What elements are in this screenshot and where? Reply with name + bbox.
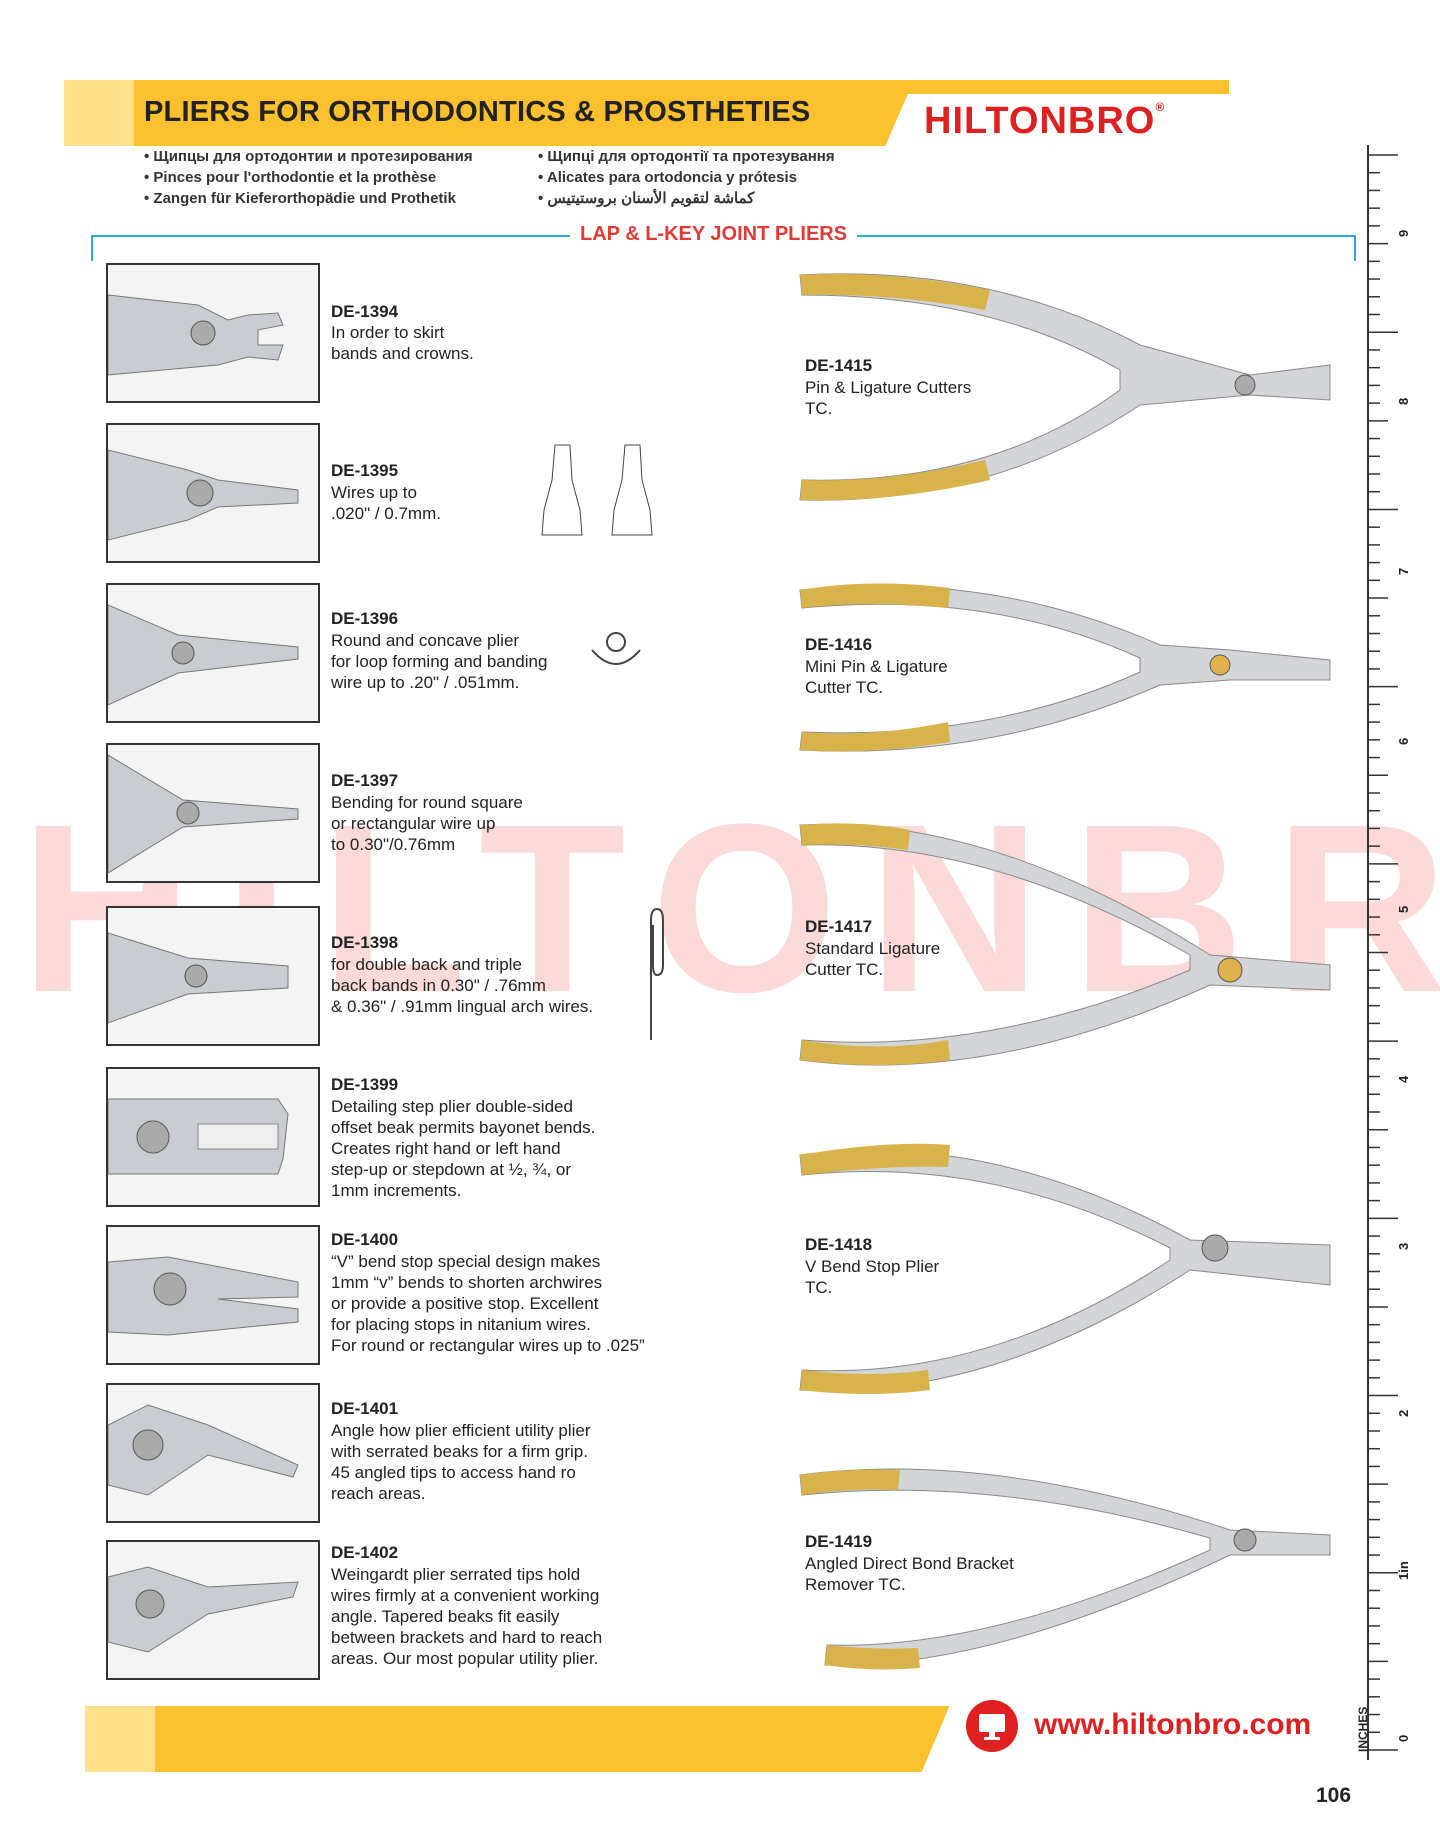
product-image-de-1395 [106, 423, 320, 563]
header-brand-panel [880, 94, 1229, 158]
product-description: Angle how plier efficient utility plier … [331, 1421, 591, 1503]
language-line: Щипцы для ортодонтии и протезирования [144, 146, 472, 167]
product-description: for double back and triple back bands in… [331, 955, 594, 1016]
product-image-de-1394 [106, 263, 320, 403]
website-link[interactable]: www.hiltonbro.com [1034, 1708, 1312, 1741]
ruler-number: 1in [1396, 1561, 1411, 1580]
product-code: DE-1398 [331, 933, 399, 952]
product-code: DE-1395 [331, 461, 399, 480]
product-code: DE-1417 [805, 917, 873, 936]
ruler-number: 5 [1396, 905, 1411, 913]
tip-profile-diagram [541, 444, 653, 536]
product-image-de-1419 [799, 1468, 1331, 1670]
ruler-unit-label: INCHES [1356, 1706, 1370, 1752]
product-image-de-1399 [106, 1067, 320, 1207]
inch-ruler [1367, 145, 1398, 1760]
product-description: Round and concave plier for loop forming… [331, 631, 548, 692]
product-description: Bending for round square or rectangular … [331, 793, 523, 854]
product-description: “V” bend stop special design makes 1mm “… [331, 1252, 645, 1355]
product-description: Standard Ligature Cutter TC. [805, 939, 941, 979]
product-description: In order to skirt bands and crowns. [331, 323, 474, 363]
ruler-number: 0 [1396, 1734, 1411, 1742]
page-number: 106 [1316, 1784, 1352, 1807]
product-code: DE-1400 [331, 1230, 399, 1249]
product-image-de-1417 [799, 823, 1331, 1066]
ruler-number: 9 [1396, 229, 1411, 237]
product-code: DE-1397 [331, 771, 399, 790]
product-code: DE-1415 [805, 356, 873, 375]
double-back-wire-diagram [650, 907, 664, 1040]
monitor-icon [966, 1700, 1018, 1752]
brand-name: HILTONBRO [924, 100, 1156, 142]
product-code: DE-1418 [805, 1235, 873, 1254]
product-image-de-1418 [799, 1143, 1331, 1394]
product-code: DE-1394 [331, 302, 399, 321]
product-image-de-1415 [799, 273, 1331, 501]
product-code: DE-1419 [805, 1532, 873, 1551]
footer-bar-accent [85, 1706, 155, 1772]
language-line: Zangen für Kieferorthopädie und Protheti… [144, 188, 473, 209]
product-code: DE-1416 [805, 635, 873, 654]
product-description: Angled Direct Bond Bracket Remover TC. [805, 1554, 1014, 1594]
page-title: PLIERS FOR ORTHODONTICS & PROSTHETIES [144, 96, 811, 128]
language-line: Pinces pour l'orthodontie et la prothèse [144, 167, 473, 188]
ruler-number: 4 [1396, 1075, 1411, 1083]
product-image-de-1401 [106, 1383, 320, 1523]
ruler-number: 7 [1396, 567, 1411, 575]
registered-mark: ® [1155, 100, 1166, 114]
product-description: Wires up to .020" / 0.7mm. [331, 483, 441, 523]
languages-left: Щипцы для ортодонтии и протезирования Pi… [144, 146, 473, 209]
product-description: Pin & Ligature Cutters TC. [805, 378, 972, 418]
product-image-de-1402 [106, 1540, 320, 1680]
header-bar-accent [64, 80, 134, 146]
product-code: DE-1396 [331, 609, 399, 628]
product-description: Mini Pin & Ligature Cutter TC. [805, 657, 948, 697]
ruler-number: 3 [1396, 1242, 1411, 1250]
product-description: Detailing step plier double-sided offset… [331, 1097, 596, 1200]
ruler-number: 8 [1396, 397, 1411, 405]
brand-logo: HILTONBRO® [924, 100, 1165, 143]
language-line: Alicates para ortodoncia y prótesis [538, 167, 835, 188]
product-description: Weingardt plier serrated tips hold wires… [331, 1565, 603, 1668]
language-line: كماشة لتقويم الأسنان بروستيتيس [538, 188, 835, 209]
product-description: V Bend Stop Plier TC. [805, 1257, 940, 1297]
product-code: DE-1402 [331, 1543, 399, 1562]
product-code: DE-1399 [331, 1075, 399, 1094]
product-image-de-1398 [106, 906, 320, 1046]
product-image-de-1397 [106, 743, 320, 883]
loop-shape-icon [591, 632, 641, 665]
language-line: Щипці для ортодонтії та протезування [538, 146, 834, 167]
product-image-de-1396 [106, 583, 320, 723]
product-image-de-1416 [799, 583, 1331, 752]
section-title: LAP & L-KEY JOINT PLIERS [570, 223, 858, 246]
ruler-number: 2 [1396, 1409, 1411, 1417]
product-image-de-1400 [106, 1225, 320, 1365]
ruler-number: 6 [1396, 737, 1411, 745]
languages-right: Щипці для ортодонтії та протезування Ali… [538, 146, 835, 209]
product-code: DE-1401 [331, 1399, 399, 1418]
